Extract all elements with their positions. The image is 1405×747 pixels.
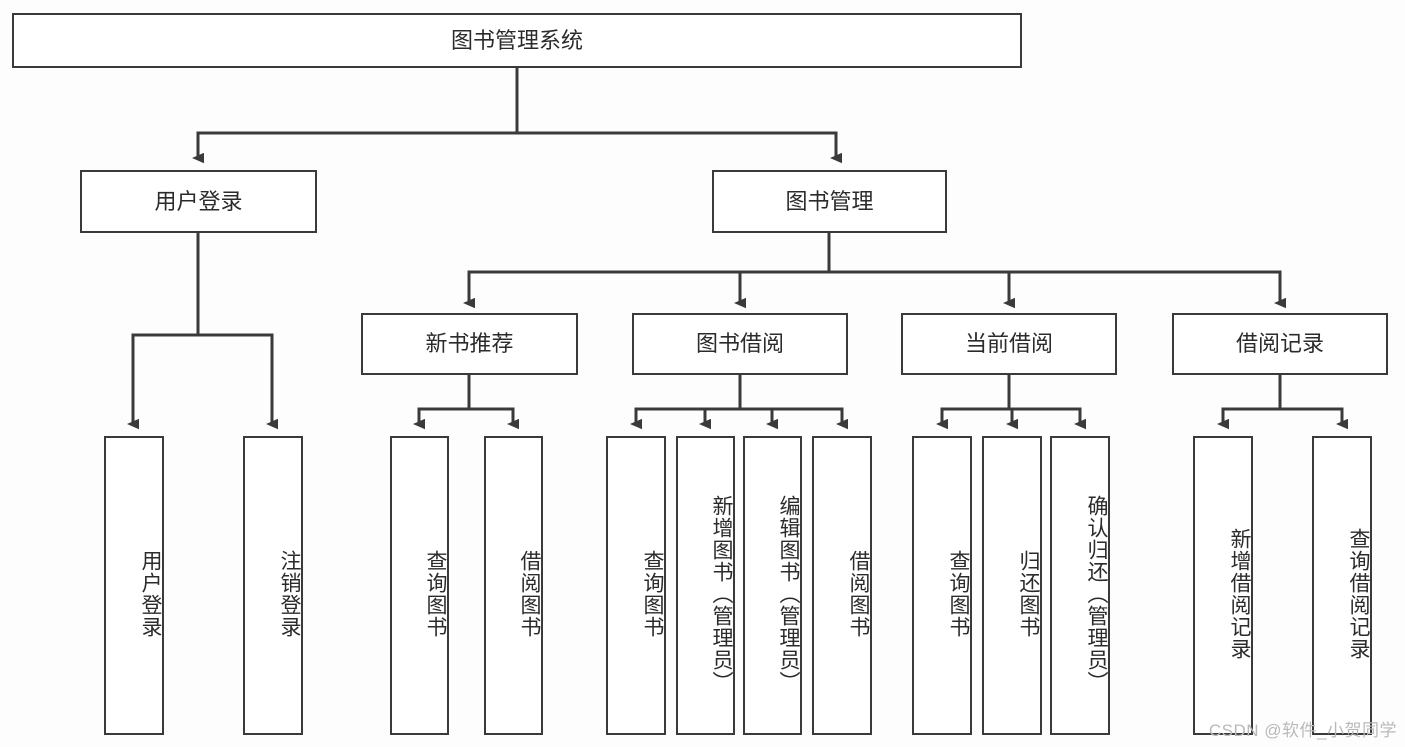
leaf-borrow-book-borrow[interactable]: 借阅图书 xyxy=(812,436,872,735)
leaf-return-book[interactable]: 归还图书 xyxy=(982,436,1042,735)
watermark-credit: CSDN @软件_小贺同学 xyxy=(1208,721,1397,740)
node-root-system[interactable]: 图书管理系统 xyxy=(12,13,1022,68)
leaf-query-borrow-record[interactable]: 查询借阅记录 xyxy=(1312,436,1372,735)
leaf-edit-book-admin[interactable]: 编辑图书（管理员） xyxy=(743,436,802,735)
node-book-borrow[interactable]: 图书借阅 xyxy=(632,313,848,375)
node-borrow-record[interactable]: 借阅记录 xyxy=(1172,313,1388,375)
node-current-borrow[interactable]: 当前借阅 xyxy=(901,313,1117,375)
node-new-book-recommend[interactable]: 新书推荐 xyxy=(361,313,578,375)
node-user-login[interactable]: 用户登录 xyxy=(80,170,317,233)
leaf-confirm-return-admin[interactable]: 确认归还（管理员） xyxy=(1050,436,1110,735)
leaf-query-book-recommend[interactable]: 查询图书 xyxy=(390,436,449,735)
node-book-manage[interactable]: 图书管理 xyxy=(712,170,947,233)
leaf-query-book-borrow[interactable]: 查询图书 xyxy=(606,436,666,735)
leaf-logout-login[interactable]: 注销登录 xyxy=(243,436,303,735)
leaf-add-borrow-record[interactable]: 新增借阅记录 xyxy=(1193,436,1253,735)
leaf-add-book-admin[interactable]: 新增图书（管理员） xyxy=(676,436,735,735)
leaf-user-login[interactable]: 用户登录 xyxy=(104,436,164,735)
leaf-query-book-current[interactable]: 查询图书 xyxy=(912,436,972,735)
leaf-borrow-book-recommend[interactable]: 借阅图书 xyxy=(484,436,543,735)
